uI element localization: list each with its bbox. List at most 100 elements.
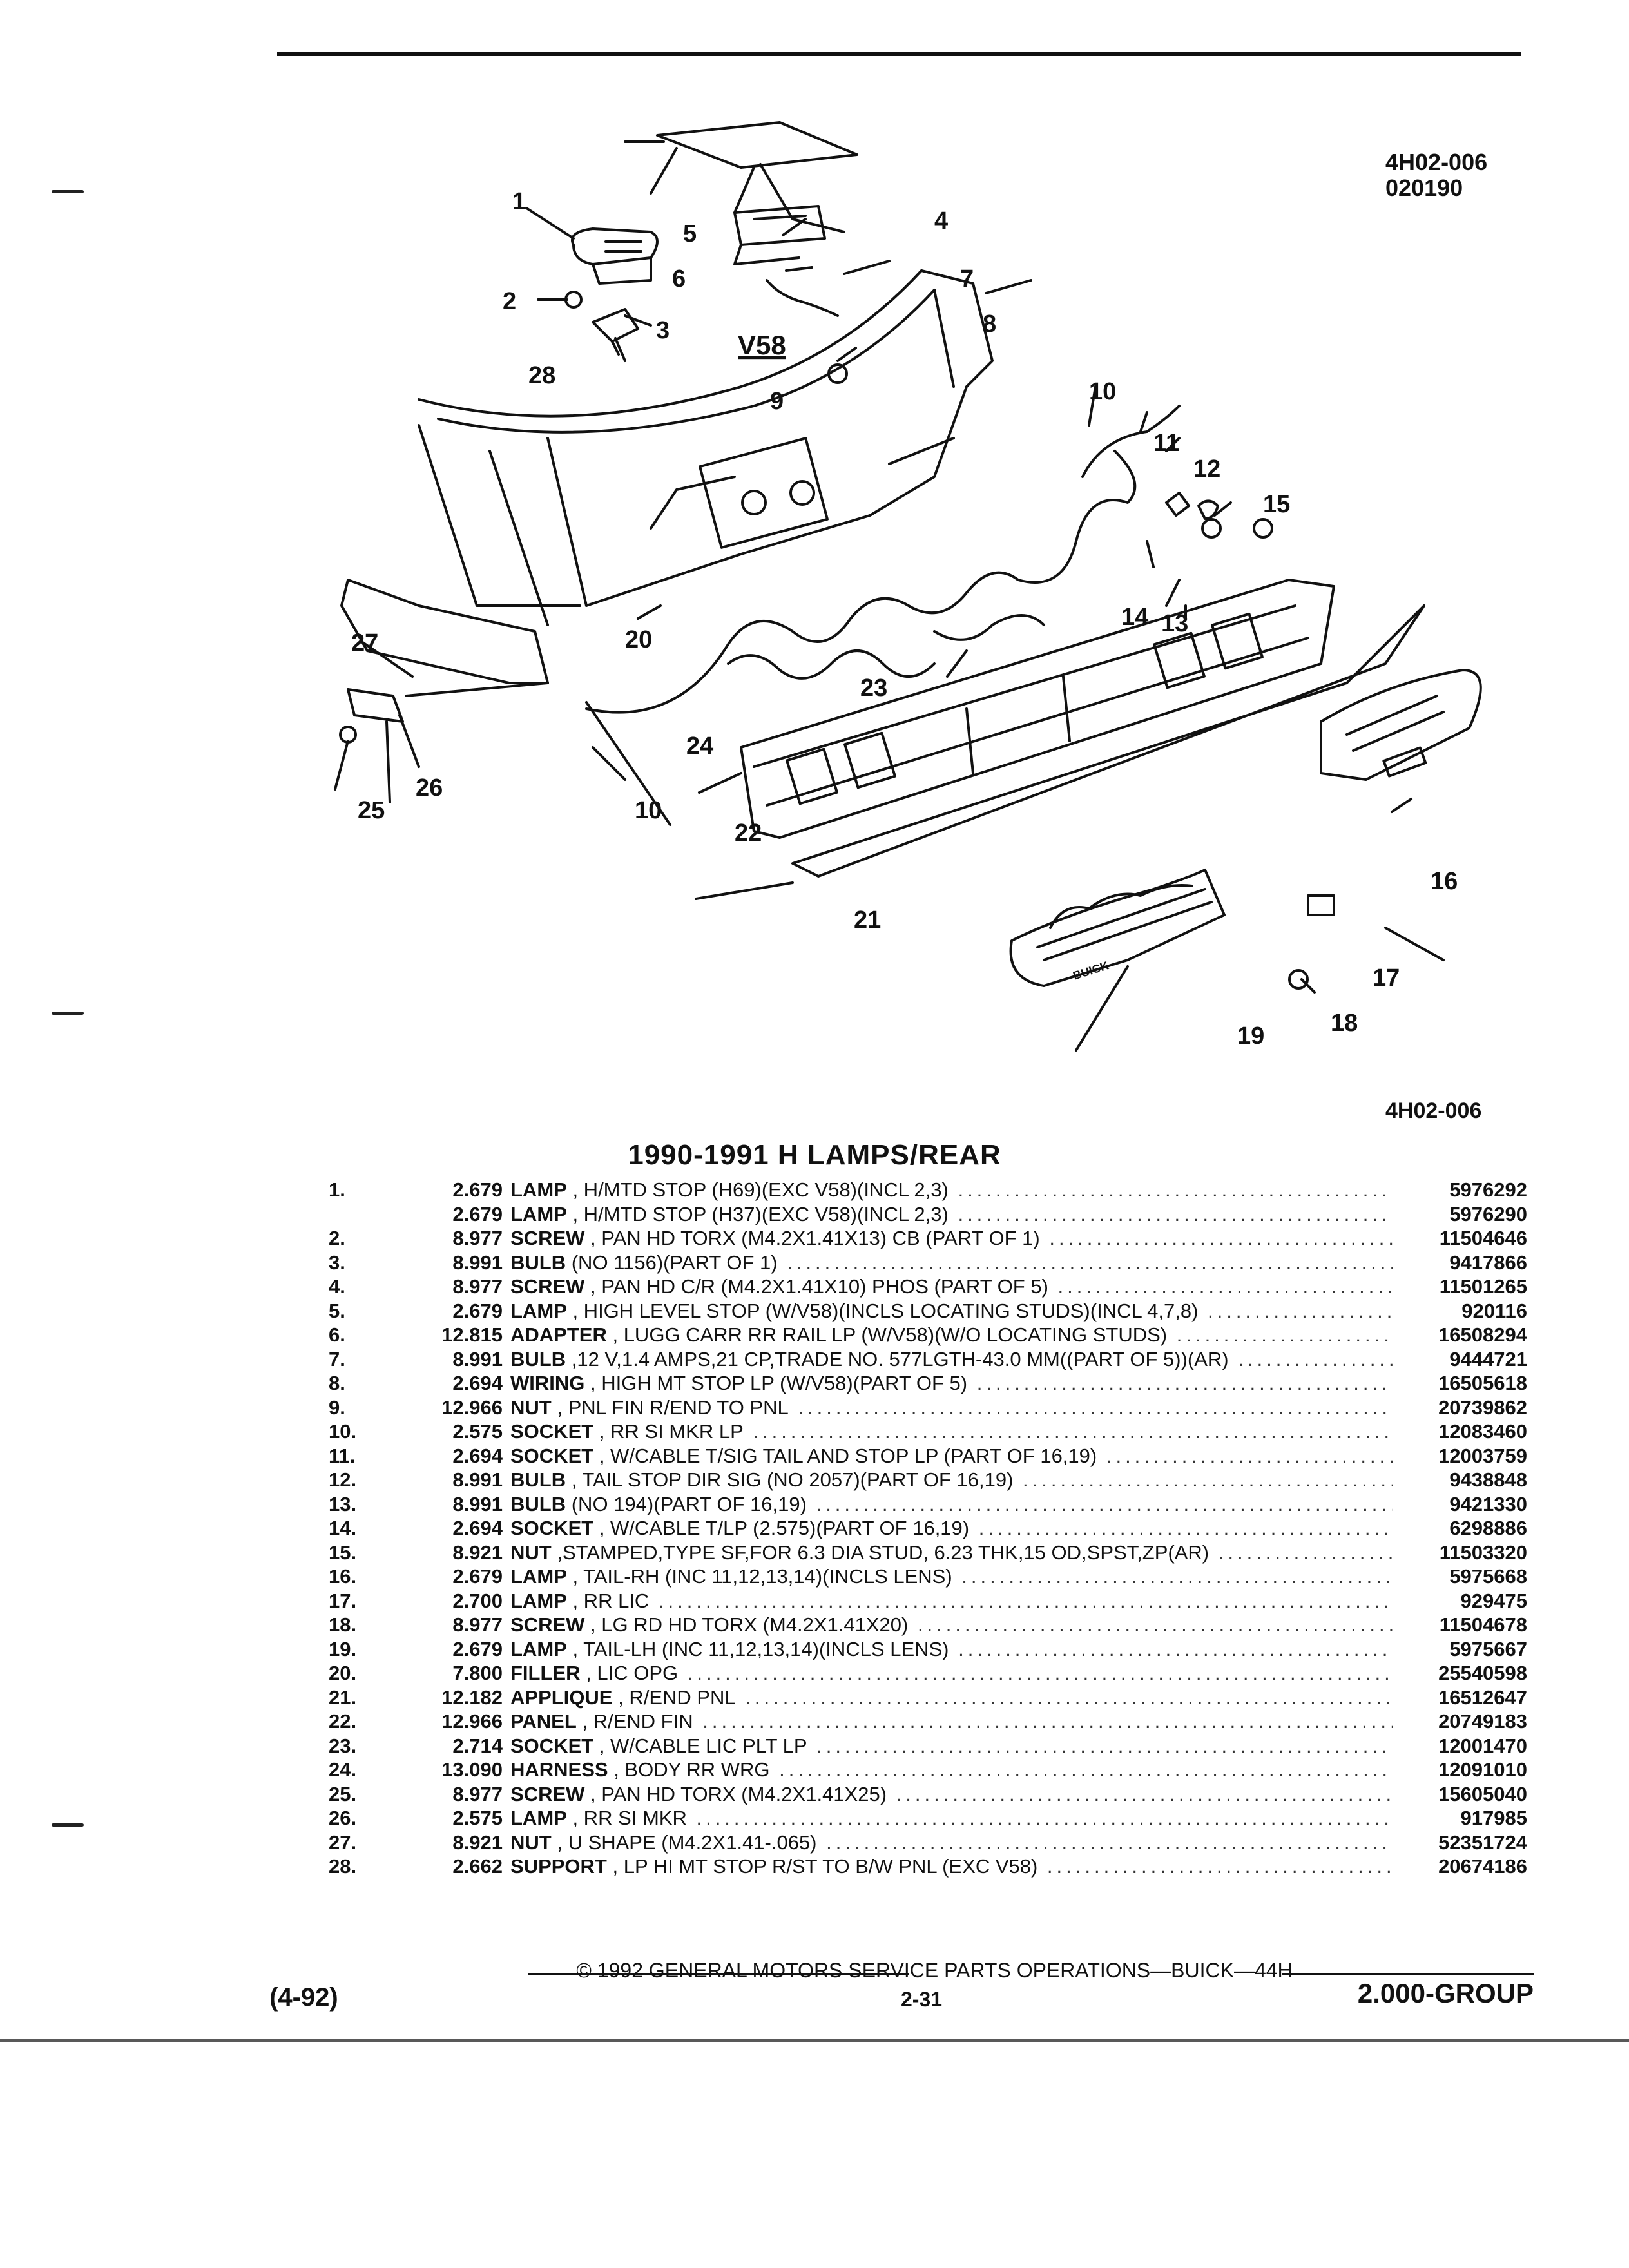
part-detail: , LG RD HD TORX (M4.2X1.41X20) [590, 1613, 909, 1636]
part-description: NUT , PNL FIN R/END TO PNL .............… [510, 1396, 1393, 1420]
part-description: SCREW , PAN HD C/R (M4.2X1.41X10) PHOS (… [510, 1274, 1393, 1299]
part-description: NUT ,STAMPED,TYPE SF,FOR 6.3 DIA STUD, 6… [510, 1541, 1393, 1565]
part-detail: , PAN HD TORX (M4.2X1.41X13) CB (PART OF… [590, 1227, 1040, 1249]
group-number: 2.679 [452, 1637, 503, 1660]
group-number: 12.815 [441, 1323, 503, 1346]
part-name: BULB [510, 1347, 566, 1370]
group-number: 8.991 [452, 1468, 503, 1491]
part-detail: , W/CABLE T/LP (2.575)(PART OF 16,19) [599, 1517, 970, 1539]
part-name: SCREW [510, 1613, 585, 1636]
callout-17: 17 [1373, 965, 1400, 992]
group-number: 12.966 [441, 1710, 503, 1733]
part-description: WIRING , HIGH MT STOP LP (W/V58)(PART OF… [510, 1371, 1393, 1396]
part-detail: , H/MTD STOP (H37)(EXC V58)(INCL 2,3) [572, 1202, 949, 1225]
margin-mark [52, 1823, 84, 1827]
part-number: 920116 [1461, 1299, 1527, 1322]
callout-15: 15 [1263, 491, 1290, 518]
item-index: 21. [329, 1686, 357, 1709]
item-index: 20. [329, 1662, 357, 1684]
part-number: 9417866 [1449, 1251, 1527, 1274]
callout-10-bottom: 10 [635, 797, 662, 824]
part-number: 9444721 [1449, 1347, 1527, 1370]
group-number: 2.694 [452, 1517, 503, 1539]
callout-7: 7 [960, 265, 974, 293]
leader-dots: ........................................… [753, 1420, 1393, 1443]
page-number: 2-31 [900, 1988, 943, 2011]
group-number: 2.679 [452, 1299, 503, 1322]
callout-4: 4 [934, 207, 948, 235]
reference-code-line-1: 4H02-006 [1385, 149, 1488, 175]
part-number: 11504678 [1439, 1613, 1527, 1636]
callout-21: 21 [854, 907, 881, 934]
part-number: 11503320 [1439, 1541, 1527, 1564]
leader-dots: ........................................… [702, 1710, 1393, 1733]
part-description: SOCKET , W/CABLE T/SIG TAIL AND STOP LP … [510, 1444, 1393, 1468]
item-index: 8. [329, 1372, 345, 1394]
leader-dots: ........................................… [976, 1372, 1393, 1394]
part-description: PANEL , R/END FIN ......................… [510, 1709, 1393, 1734]
leader-dots: ........................................… [658, 1589, 1393, 1612]
part-number: 5976290 [1449, 1202, 1527, 1225]
item-index: 3. [329, 1251, 345, 1274]
table-row: 6. 12.815 ADAPTER , LUGG CARR RR RAIL LP (… [329, 1323, 1527, 1347]
part-number: 16512647 [1438, 1686, 1527, 1709]
group-label: 2.000-GROUP [1357, 1978, 1534, 2008]
part-number: 20749183 [1438, 1710, 1527, 1733]
part-description: ADAPTER , LUGG CARR RR RAIL LP (W/V58)(W… [510, 1323, 1393, 1347]
callout-14: 14 [1121, 604, 1148, 631]
diagram-code: 4H02-006 [1385, 1099, 1482, 1123]
callout-26: 26 [416, 774, 443, 802]
part-number: 5975668 [1449, 1565, 1527, 1588]
part-number: 9421330 [1449, 1492, 1527, 1515]
part-name: LAMP [510, 1178, 567, 1201]
item-index: 25. [329, 1782, 357, 1805]
part-description: NUT , U SHAPE (M4.2X1.41-.065) .........… [510, 1831, 1393, 1855]
item-index: 9. [329, 1396, 345, 1419]
part-description: LAMP , TAIL-RH (INC 11,12,13,14)(INCLS L… [510, 1564, 1393, 1589]
callout-11: 11 [1153, 430, 1179, 457]
part-name: BULB [510, 1492, 566, 1515]
item-index: 4. [329, 1275, 345, 1298]
group-number: 8.991 [452, 1347, 503, 1370]
leader-dots: ........................................… [958, 1178, 1393, 1201]
leader-dots: ........................................… [1176, 1323, 1393, 1346]
part-description: BULB , TAIL STOP DIR SIG (NO 2057)(PART … [510, 1468, 1393, 1492]
part-number: 52351724 [1438, 1831, 1527, 1854]
part-name: SOCKET [510, 1734, 594, 1757]
item-index: 6. [329, 1323, 345, 1346]
reference-code-line-2: 020190 [1385, 175, 1463, 201]
part-number: 15605040 [1438, 1782, 1527, 1805]
part-name: NUT [510, 1396, 552, 1419]
part-detail: , HIGH MT STOP LP (W/V58)(PART OF 5) [590, 1372, 968, 1394]
item-index: 10. [329, 1420, 357, 1443]
part-name: SCREW [510, 1782, 585, 1805]
part-number: 12083460 [1438, 1420, 1527, 1443]
part-detail: , BODY RR WRG [613, 1758, 770, 1781]
callout-12: 12 [1193, 456, 1220, 483]
callout-25: 25 [358, 797, 385, 824]
part-description: APPLIQUE , R/END PNL ...................… [510, 1686, 1393, 1710]
emblem-text: BUICK [1072, 959, 1110, 983]
part-name: ADAPTER [510, 1323, 607, 1346]
exploded-parts-diagram: 1 2 3 4 5 6 7 8 9 10 10 11 12 13 14 15 1… [334, 121, 1482, 1052]
part-number: 16505618 [1438, 1372, 1527, 1394]
option-label-v58: V58 [738, 330, 786, 360]
group-number: 8.991 [452, 1251, 503, 1274]
callout-8: 8 [983, 311, 996, 338]
callout-6: 6 [672, 265, 686, 293]
part-detail: , LIC OPG [586, 1662, 679, 1684]
group-number: 2.575 [452, 1420, 503, 1443]
part-detail: , TAIL-LH (INC 11,12,13,14)(INCLS LENS) [572, 1637, 949, 1660]
